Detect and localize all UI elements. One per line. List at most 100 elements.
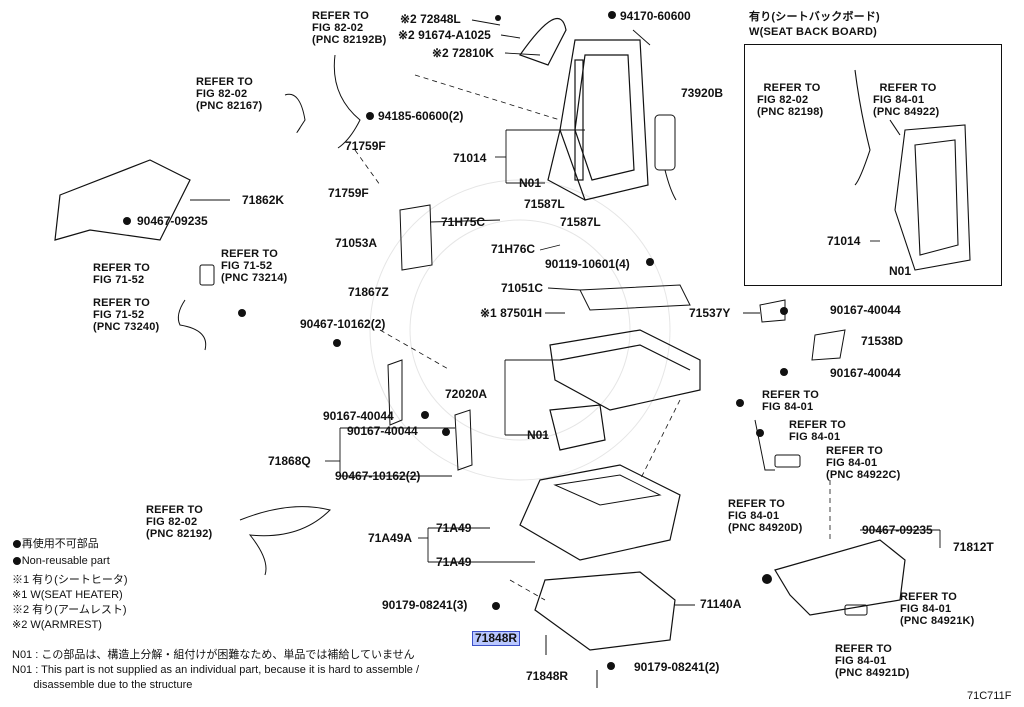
ref-line: (PNC 84922C) [826,469,901,481]
ref-line: FIG 82-02 [312,22,364,34]
ref-line: REFER TO [93,262,151,274]
part-71759F-a: 71759F [345,139,386,153]
part-71587L-b: 71587L [560,215,601,229]
ref-line: FIG 84-01 [900,603,952,615]
part-71051C: 71051C [501,281,544,295]
part-90167-40044-l2: 90167-40044 [347,424,418,438]
part-71A49-a: 71A49 [436,521,472,535]
seat-back-frame [547,39,649,201]
part-71A49-b: 71A49 [436,555,472,569]
ref-line: FIG 71-52 [93,309,145,321]
switch-84922C [774,454,801,468]
inset-seat-back [854,69,971,271]
ref-line: REFER TO [763,82,821,94]
inset-seat-back-board [744,44,1002,286]
part-72020A: 72020A [445,387,488,401]
ref-line: (PNC 82192) [146,528,213,540]
part-71014: 71014 [453,151,487,165]
ref-line: FIG 84-01 [728,510,780,522]
ref-line: REFER TO [312,10,370,22]
part-90179-08241-a: 90179-08241(3) [382,598,468,612]
ref-line: FIG 82-02 [196,88,248,100]
ref-line: REFER TO [196,76,254,88]
part-n01-top: N01 [519,176,542,190]
ref-line: FIG 84-01 [835,655,887,667]
part-71140A: 71140A [700,597,742,611]
switch-84921D [844,604,868,616]
cover-71868Q [454,409,473,471]
ref-line: FIG 82-02 [146,516,198,528]
ref-line: (PNC 84920D) [728,522,803,534]
legend-note1-en: ※1 W(SEAT HEATER) [12,589,123,601]
part-90167-40044-l1: 90167-40044 [323,409,394,423]
part-72848L: ※2 72848L [400,12,461,26]
ref-line: REFER TO [93,297,151,309]
ref-line: (PNC 73214) [221,272,288,284]
ref-line: REFER TO [146,504,204,516]
legend-note2-jp: ※2 有り(アームレスト) [12,604,127,616]
ref-line: (PNC 84921K) [900,615,975,627]
inset-title-jp: 有り(シートバックボード) [749,11,880,23]
ref-line: (PNC 73240) [93,321,160,333]
ref-line: FIG 71-52 [221,260,273,272]
part-72810K: ※2 72810K [432,46,495,60]
part-71053A: 71053A [335,236,378,250]
part-71848R-highlighted[interactable]: 71848R [472,631,521,646]
wire-harness-82192B [333,54,361,149]
ref-line: (PNC 82167) [196,100,263,112]
rail-71051C [579,284,691,311]
inset-title-en: W(SEAT BACK BOARD) [749,26,878,38]
part-71868Q: 71868Q [268,454,311,468]
side-cover-71862K [54,159,191,241]
part-73920B: 73920B [681,86,724,100]
cushion-frame-72020A [549,329,701,451]
part-71H75C: 71H75C [441,215,486,229]
cover-71867Z [387,359,403,426]
ref-line: REFER TO [762,389,820,401]
part-94170-60600: 94170-60600 [620,9,691,23]
part-71538D: 71538D [861,334,904,348]
bolts [545,635,598,688]
legend-bullet-en: ● Non-reusable part [12,555,110,567]
part-90119-10601: 90119-10601(4) [545,257,630,271]
side-shield-71812T [774,539,906,616]
part-91674-A1025: ※2 91674-A1025 [398,28,491,42]
ref-line: (PNC 84921D) [835,667,910,679]
part-71A49A: 71A49A [368,531,413,545]
part-71537Y: 71537Y [689,306,731,320]
part-71587L-a: 71587L [524,197,565,211]
cushion-pad [519,464,681,561]
ref-line: FIG 71-52 [93,274,145,286]
part-90167-40044-r2: 90167-40044 [830,366,901,380]
lower-frame-71140A [534,571,676,651]
ref-line: FIG 84-01 [789,431,841,443]
legend-note1-jp: ※1 有り(シートヒータ) [12,574,128,586]
ref-line: REFER TO [879,82,937,94]
part-90167-40044-r1: 90167-40044 [830,303,901,317]
fasteners [13,11,788,670]
heater-73920B [654,114,676,171]
part-94185-60600: 94185-60600(2) [378,109,464,123]
part-90179-08241-b: 90179-08241(2) [634,660,720,674]
leader-lines [190,19,941,606]
ref-line: FIG 84-01 [826,457,878,469]
bracket-71053A [399,204,433,271]
legend-n01-jp: N01 : この部品は、構造上分解・組付けが困難なため、単品では補給していません [12,649,415,661]
part-71848R: 71848R [526,669,569,683]
bracket-71537Y [759,299,786,323]
